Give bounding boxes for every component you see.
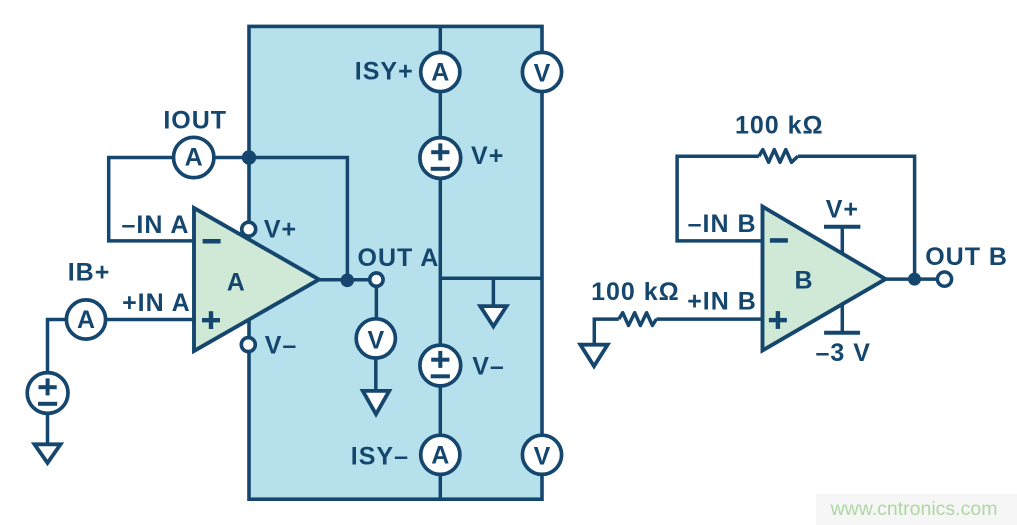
svg-text:A: A: [431, 442, 449, 470]
svg-text:A: A: [431, 59, 449, 87]
svg-text:IOUT: IOUT: [163, 107, 227, 135]
svg-text:OUT B: OUT B: [925, 243, 1008, 271]
svg-text:V: V: [534, 442, 551, 470]
svg-text:A: A: [185, 144, 203, 172]
svg-text:+IN A: +IN A: [122, 289, 191, 317]
svg-text:V–: V–: [265, 331, 298, 359]
svg-text:V+: V+: [264, 216, 297, 244]
svg-text:+IN B: +IN B: [687, 288, 757, 316]
svg-text:ISY–: ISY–: [351, 442, 409, 470]
svg-text:–3 V: –3 V: [815, 339, 870, 367]
svg-text:–IN A: –IN A: [122, 211, 190, 239]
svg-text:–IN B: –IN B: [688, 210, 757, 238]
svg-text:100 kΩ: 100 kΩ: [591, 278, 680, 306]
svg-text:A: A: [227, 269, 245, 297]
svg-text:V: V: [367, 326, 384, 354]
svg-text:B: B: [794, 266, 812, 294]
svg-text:A: A: [77, 306, 95, 334]
svg-text:100 kΩ: 100 kΩ: [735, 112, 824, 140]
svg-text:V: V: [534, 60, 551, 88]
svg-text:V+: V+: [826, 195, 859, 223]
svg-text:ISY+: ISY+: [355, 58, 414, 86]
svg-text:V+: V+: [471, 142, 504, 170]
svg-text:V–: V–: [472, 353, 505, 381]
svg-text:IB+: IB+: [68, 259, 111, 287]
svg-text:www.cntronics.com: www.cntronics.com: [830, 498, 998, 520]
svg-text:OUT A: OUT A: [358, 244, 440, 272]
